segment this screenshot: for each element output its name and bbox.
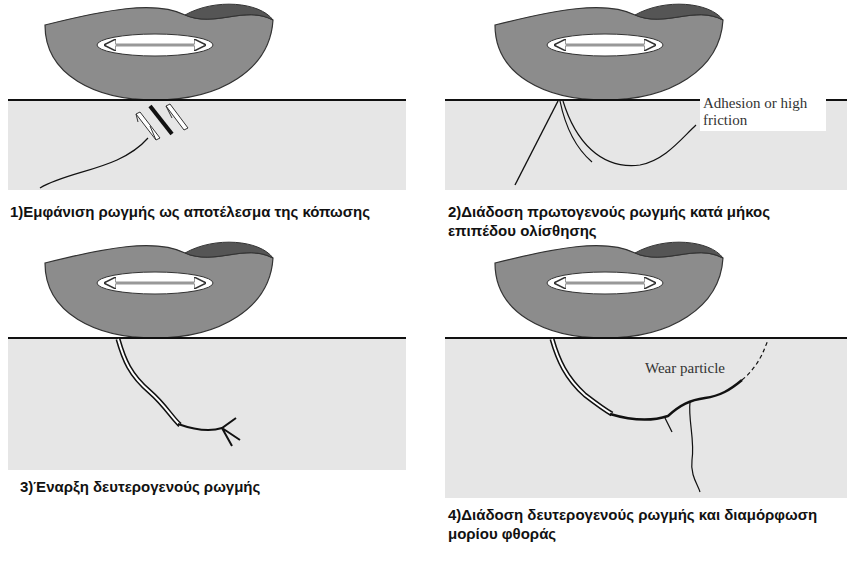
callout-label: Adhesion or high friction xyxy=(700,94,826,131)
panel-4 xyxy=(445,242,847,498)
callout-label: Wear particle xyxy=(643,360,727,377)
panel-caption: 3)Έναρξη δευτερογενούς ρωγμής xyxy=(20,478,390,497)
panel-1 xyxy=(8,4,406,190)
panel-caption: 1)Εμφάνιση ρωγμής ως αποτέλεσμα της κόπω… xyxy=(10,203,380,222)
panel-3 xyxy=(8,242,406,470)
panel-caption: 2)Διάδοση πρωτογενούς ρωγμής κατά μήκος … xyxy=(448,203,828,241)
panel-caption: 4)Διάδοση δευτερογενούς ρωγμής και διαμό… xyxy=(448,506,838,544)
panel-2 xyxy=(445,4,847,190)
